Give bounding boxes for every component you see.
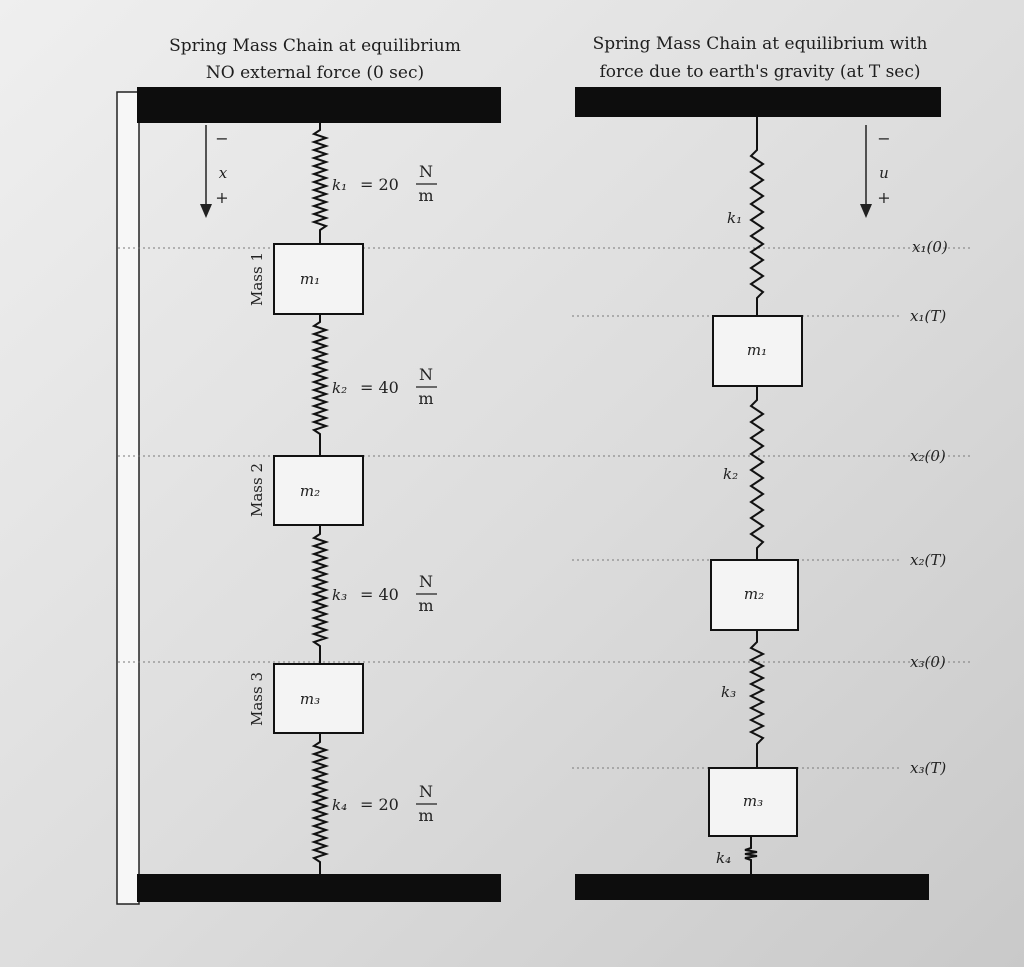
position-x2-T: x₂(T): [910, 551, 946, 569]
right-mass-3-box: [708, 767, 798, 837]
position-x3-T: x₃(T): [910, 759, 946, 777]
k3-unit-numerator: N: [419, 572, 433, 591]
left-mass-2-box: [273, 455, 364, 526]
left-mass-1-label: m₁: [300, 270, 320, 288]
k2-symbol: k₂: [332, 379, 347, 397]
left-spring-k2: [310, 314, 330, 456]
position-x1-T: x₁(T): [910, 307, 946, 325]
right-title-line1: Spring Mass Chain at equilibrium with: [593, 34, 928, 54]
right-title-line2: force due to earth's gravity (at T sec): [599, 62, 920, 82]
k1-unit-numerator: N: [419, 162, 433, 181]
right-axis-minus: −: [877, 129, 890, 148]
k1-unit-denominator: m: [418, 186, 433, 205]
left-spring-k4: [310, 733, 330, 874]
right-spring-k4-label: k₄: [716, 849, 731, 867]
mass-2-side-label: Mass 2: [248, 463, 266, 517]
position-x3-0: x₃(0): [910, 653, 946, 671]
k4-unit-denominator: m: [418, 806, 433, 825]
mass-1-side-label: Mass 1: [248, 252, 266, 306]
right-bottom-support: [575, 874, 929, 900]
mass-3-side-label: Mass 3: [248, 672, 266, 726]
position-x1-0: x₁(0): [912, 238, 948, 256]
k2-value: = 40: [360, 378, 399, 397]
k2-unit-denominator: m: [418, 389, 433, 408]
right-spring-k4: [744, 836, 758, 874]
right-spring-k1: [749, 117, 765, 316]
right-spring-k2-label: k₂: [723, 465, 738, 483]
k2-unit-numerator: N: [419, 365, 433, 384]
left-title-line2: NO external force (0 sec): [206, 63, 424, 83]
right-mass-1-label: m₁: [747, 341, 767, 359]
left-frame-wall: [116, 91, 140, 905]
right-spring-k2: [749, 386, 765, 560]
left-mass-3-label: m₃: [300, 690, 320, 708]
spring-constant-k3: k₃ = 40 N m: [332, 572, 437, 615]
k4-symbol: k₄: [332, 796, 347, 814]
k3-unit-denominator: m: [418, 596, 433, 615]
right-mass-1-box: [712, 315, 803, 387]
left-spring-k1: [310, 123, 330, 244]
left-axis-variable: x: [219, 164, 228, 182]
spring-constant-k2: k₂ = 40 N m: [332, 365, 437, 408]
right-spring-k3: [748, 630, 766, 768]
position-x2-0: x₂(0): [910, 447, 946, 465]
left-top-support: [137, 87, 501, 123]
right-spring-k1-label: k₁: [727, 209, 742, 227]
left-mass-1-box: [273, 243, 364, 315]
right-spring-k3-label: k₃: [721, 683, 736, 701]
k3-symbol: k₃: [332, 586, 347, 604]
left-axis-plus: +: [215, 188, 228, 207]
left-axis-minus: −: [215, 129, 228, 148]
k3-value: = 40: [360, 585, 399, 604]
k4-unit-numerator: N: [419, 782, 433, 801]
left-mass-2-label: m₂: [300, 482, 320, 500]
k4-value: = 20: [360, 795, 399, 814]
right-axis-arrowhead: [860, 204, 872, 218]
right-top-support: [575, 87, 941, 117]
left-spring-k3: [310, 525, 330, 664]
left-axis-arrowhead: [200, 204, 212, 218]
right-mass-2-box: [710, 559, 799, 631]
right-axis-variable: u: [879, 164, 889, 182]
left-bottom-support: [137, 874, 501, 902]
right-axis-plus: +: [877, 188, 890, 207]
left-title-line1: Spring Mass Chain at equilibrium: [169, 36, 461, 56]
spring-constant-k4: k₄ = 20 N m: [332, 782, 437, 825]
right-mass-2-label: m₂: [744, 585, 764, 603]
spring-constant-k1: k₁ = 20 N m: [332, 162, 437, 205]
right-mass-3-label: m₃: [743, 792, 763, 810]
k1-value: = 20: [360, 175, 399, 194]
k1-symbol: k₁: [332, 176, 347, 194]
left-mass-3-box: [273, 663, 364, 734]
